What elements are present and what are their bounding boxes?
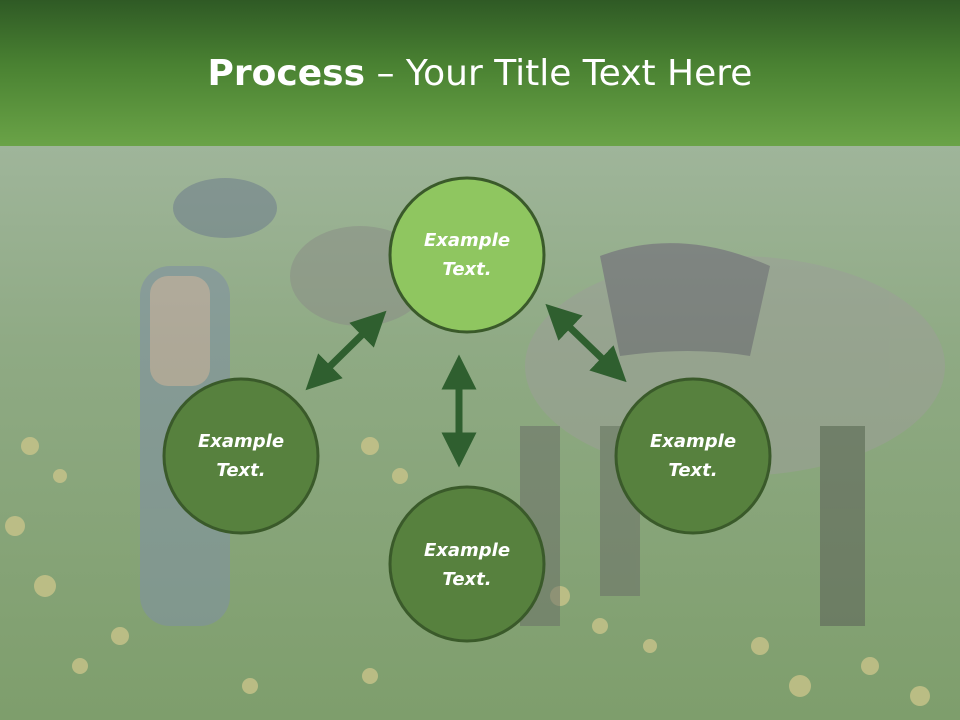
node-circle	[162, 377, 320, 535]
process-node-bottom: Example Text.	[388, 485, 546, 643]
node-circle	[388, 485, 546, 643]
flower-dots	[5, 437, 930, 706]
title-rest: – Your Title Text Here	[365, 53, 753, 94]
slide-title: Process – Your Title Text Here	[0, 52, 960, 96]
title-bold: Process	[207, 53, 366, 94]
node-label-line1: Example	[424, 230, 510, 251]
node-label-line2: Text.	[668, 460, 717, 481]
title-bar: Process – Your Title Text Here	[0, 0, 960, 146]
node-label-line2: Text.	[216, 460, 265, 481]
node-label-line2: Text.	[442, 569, 491, 590]
arrow-top-left	[305, 310, 387, 391]
node-circle	[614, 377, 772, 535]
node-label-line1: Example	[424, 540, 510, 561]
process-node-top: Example Text.	[388, 176, 546, 334]
node-label-line2: Text.	[442, 259, 491, 280]
node-circle	[388, 176, 546, 334]
process-node-left: Example Text.	[162, 377, 320, 535]
arrow-top-right	[545, 303, 627, 383]
node-label-line1: Example	[650, 431, 736, 452]
process-node-right: Example Text.	[614, 377, 772, 535]
node-label-line1: Example	[198, 431, 284, 452]
